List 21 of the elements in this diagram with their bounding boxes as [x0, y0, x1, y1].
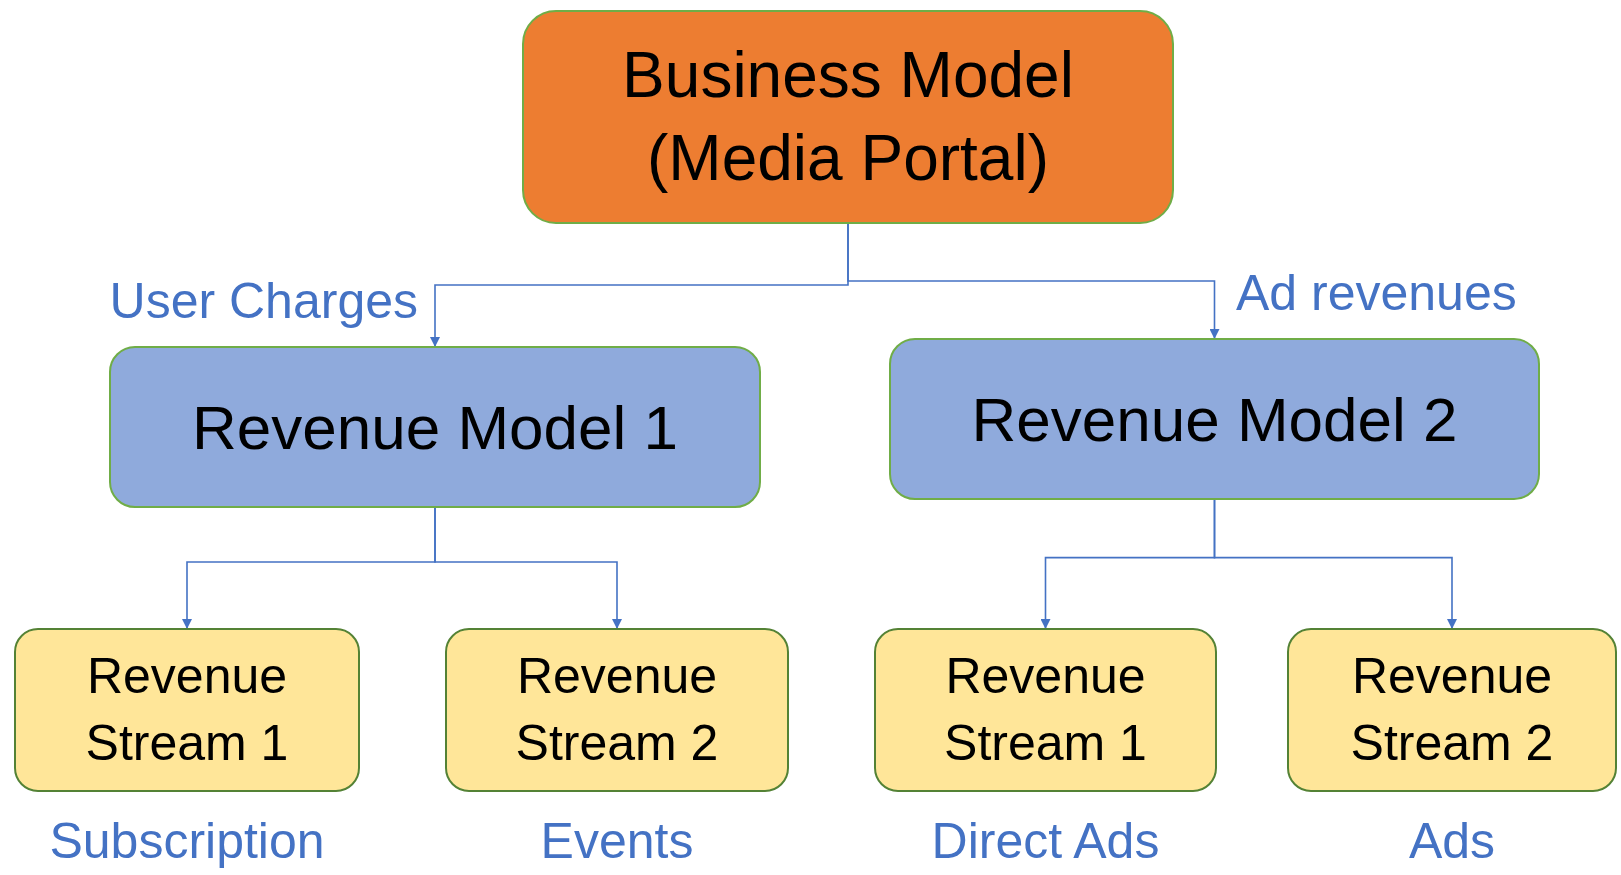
revenue-stream-box	[14, 628, 360, 792]
node-label: Revenue Stream 2	[1349, 646, 1555, 773]
node-label: Revenue Stream 1	[943, 646, 1148, 773]
node-label: Ads	[1407, 816, 1497, 866]
node-label: Business Model (Media Portal)	[621, 37, 1075, 196]
business-model-box	[522, 10, 1174, 224]
revenue-model-box	[889, 338, 1540, 500]
node-label: Revenue Model 2	[971, 383, 1458, 456]
connector-arrow	[847, 223, 1220, 339]
revenue-stream-box	[1287, 628, 1617, 792]
revenue-stream-box	[874, 628, 1217, 792]
connector-arrow	[1213, 499, 1457, 629]
node-label: Revenue Model 1	[192, 391, 678, 464]
node-label: Events	[539, 816, 695, 866]
revenue-stream-box	[445, 628, 789, 792]
node-label: Revenue Stream 1	[84, 646, 290, 773]
node-label: Subscription	[48, 816, 326, 866]
node-label: Direct Ads	[930, 816, 1161, 866]
connector-arrow	[434, 507, 622, 629]
node-label: Revenue Stream 2	[514, 646, 720, 773]
revenue-model-box	[109, 346, 761, 508]
